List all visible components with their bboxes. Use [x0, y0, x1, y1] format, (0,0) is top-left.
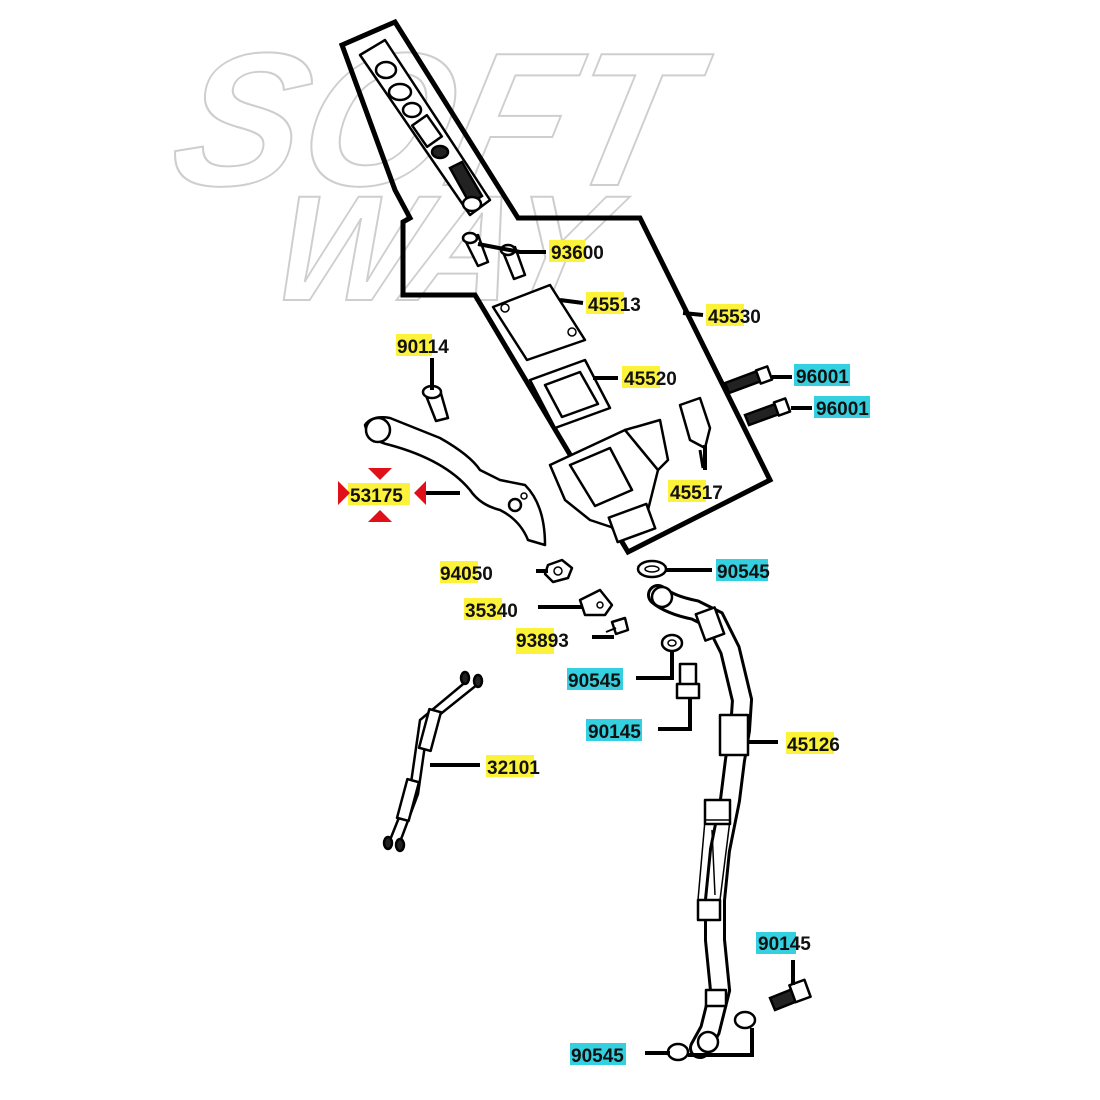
washer-90545-mid [660, 633, 684, 653]
part-number: 53175 [350, 486, 403, 507]
pivot-bolt-90114 [421, 384, 450, 423]
part-number: 45126 [787, 735, 840, 756]
part-number: 90145 [588, 722, 641, 743]
part-label-32101[interactable]: 32101 [486, 755, 540, 779]
leader-lines [425, 242, 812, 1057]
part-number: 90545 [717, 562, 770, 583]
part-label-90545-top[interactable]: 90545 [716, 559, 770, 583]
part-number: 45513 [588, 295, 641, 316]
part-label-96001-upper[interactable]: 96001 [794, 364, 850, 388]
nut-94050 [543, 558, 574, 584]
part-number: 93600 [551, 243, 604, 264]
part-label-53175[interactable]: 53175 [338, 468, 426, 522]
washer-90545-top [636, 559, 668, 579]
watermark-line1: SOFT [157, 13, 722, 226]
brake-lever-53175 [363, 416, 547, 547]
part-label-96001-lower[interactable]: 96001 [814, 396, 870, 420]
part-number: 45517 [670, 483, 723, 504]
bolt-96001 [723, 365, 792, 427]
part-label-45126[interactable]: 45126 [786, 732, 840, 756]
screw-93600 [461, 231, 527, 281]
part-label-93893[interactable]: 93893 [516, 628, 569, 654]
part-number: 90545 [568, 671, 621, 692]
part-number: 45530 [708, 307, 761, 328]
part-number: 96001 [796, 367, 849, 388]
part-number: 93893 [516, 631, 569, 652]
rebuild-kit-parts [358, 38, 492, 217]
part-number: 90114 [397, 337, 449, 358]
part-number: 90145 [758, 934, 811, 955]
brake-switch-35340 [578, 588, 614, 617]
brake-hose-45126 [647, 584, 754, 1059]
part-label-93600[interactable]: 93600 [549, 240, 604, 264]
part-label-94050[interactable]: 94050 [440, 561, 493, 585]
washer-90545-bottom-b [733, 1010, 757, 1030]
wire-32101 [382, 670, 484, 853]
part-label-90545-bottom[interactable]: 90545 [570, 1043, 626, 1067]
part-number: 35340 [465, 601, 518, 622]
part-label-45517[interactable]: 45517 [668, 480, 723, 504]
master-cylinder-45517 [548, 396, 712, 544]
banjo-bolt-90145-mid [675, 662, 701, 700]
part-label-35340[interactable]: 35340 [464, 598, 518, 622]
part-label-45513[interactable]: 45513 [586, 292, 641, 316]
part-number: 45520 [624, 369, 677, 390]
part-label-45520[interactable]: 45520 [622, 366, 677, 390]
banjo-bolt-90145-bottom [768, 978, 812, 1012]
part-label-45530[interactable]: 45530 [706, 304, 761, 328]
reservoir-cap-45513 [491, 283, 587, 362]
part-number: 32101 [487, 758, 540, 779]
part-number: 96001 [816, 399, 869, 420]
part-number: 90545 [571, 1046, 624, 1067]
washer-90545-bottom-a [666, 1042, 690, 1062]
part-label-90545-mid[interactable]: 90545 [567, 668, 623, 692]
part-label-90145-mid[interactable]: 90145 [586, 719, 642, 743]
part-label-90145-bottom[interactable]: 90145 [756, 932, 811, 955]
selection-marker [338, 468, 426, 522]
part-number: 94050 [440, 564, 493, 585]
diaphragm-45520 [528, 358, 612, 430]
part-labels: 93600 45513 45530 90114 45520 96001 9600… [338, 240, 870, 1067]
part-label-90114[interactable]: 90114 [396, 334, 449, 358]
screw-93893 [605, 616, 630, 636]
